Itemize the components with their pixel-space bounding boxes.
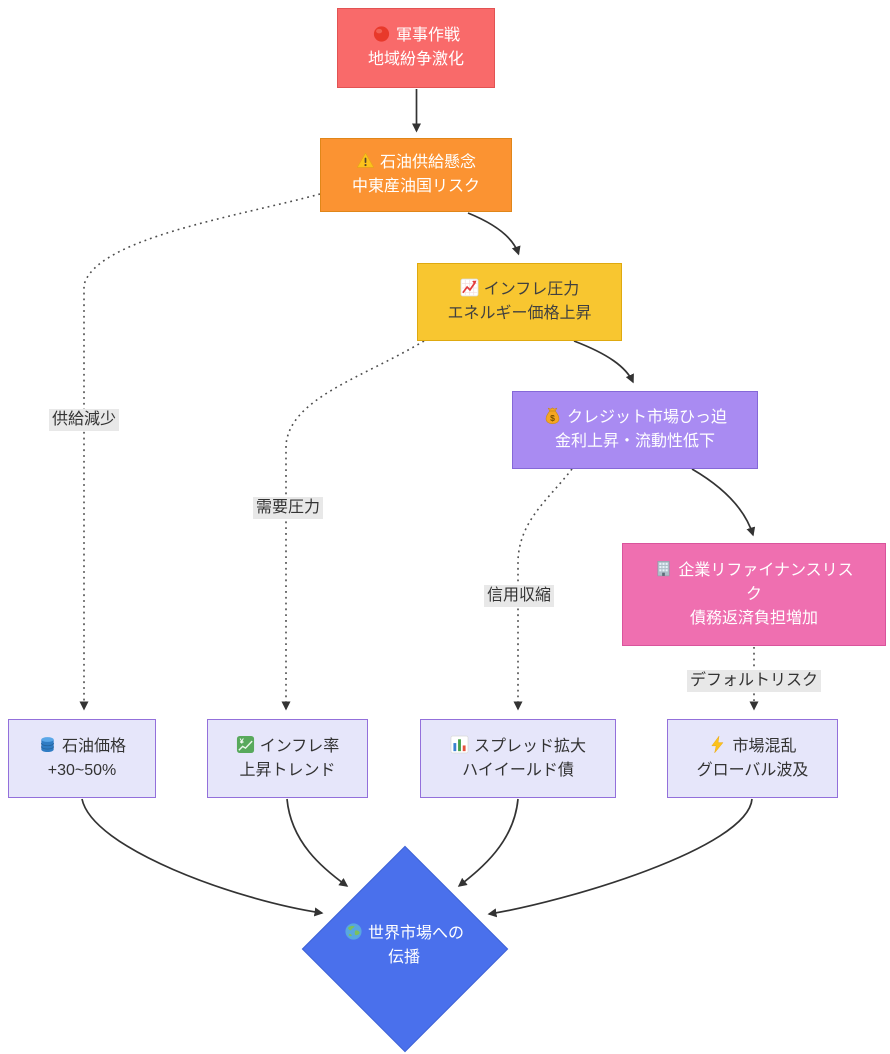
edge-inflation-rate-to-world: [286, 798, 349, 887]
edge-inflation-to-credit: [573, 340, 634, 384]
money-bag-icon: $: [543, 406, 562, 425]
node-military-title: 軍事作戦: [395, 27, 460, 44]
lightning-icon: [708, 735, 727, 754]
edge-credit-to-spread-dotted: [513, 468, 573, 711]
node-world-market-title: 世界市場への: [367, 925, 464, 942]
svg-text:$: $: [550, 413, 555, 423]
node-inflation-subtitle: エネルギー価格上昇: [447, 305, 592, 322]
edge-credit-to-refinance: [691, 468, 756, 537]
node-oil-supply-subtitle: 中東産油国リスク: [351, 178, 480, 195]
node-world-market-subtitle: 伝播: [387, 949, 420, 966]
node-oil-supply-title: 石油供給懸念: [379, 154, 476, 171]
node-refinance-subtitle: 債務返済負担増加: [689, 609, 818, 627]
edge-label-credit-contraction: 信用収縮: [483, 585, 555, 607]
edge-oil-supply-to-oil-price-dotted: [79, 193, 321, 711]
node-military-subtitle: 地域紛争激化: [367, 51, 464, 68]
oil-drum-icon: [38, 735, 57, 754]
chart-yen-icon: ¥: [236, 735, 255, 754]
node-oil-supply-concern: 石油供給懸念 中東産油国リスク: [320, 138, 512, 212]
node-oil-price-title: 石油価格: [61, 737, 126, 755]
edge-turmoil-to-world: [487, 798, 753, 918]
node-spread-widening: スプレッド拡大 ハイイールド債: [420, 719, 616, 798]
node-refinance-title: 企業リファイナンスリスク: [678, 561, 854, 603]
chart-increasing-icon: [460, 278, 479, 297]
node-turmoil-subtitle: グローバル波及: [696, 761, 809, 779]
svg-text:¥: ¥: [239, 736, 244, 745]
edge-label-default-risk: デフォルトリスク: [686, 670, 822, 692]
globe-icon: [344, 922, 363, 941]
warning-icon: [356, 151, 375, 170]
edge-label-demand-pressure: 需要圧力: [252, 497, 324, 519]
node-oil-price-value: +30~50%: [47, 761, 117, 779]
node-oil-price: 石油価格 +30~50%: [8, 719, 156, 798]
node-market-turmoil: 市場混乱 グローバル波及: [667, 719, 838, 798]
node-inflation-rate-subtitle: 上昇トレンド: [239, 761, 336, 779]
node-spread-title: スプレッド拡大: [473, 737, 586, 755]
node-corporate-refinance-risk: 企業リファイナンスリスク 債務返済負担増加: [622, 543, 886, 646]
red-circle-icon: [372, 24, 391, 43]
node-spread-subtitle: ハイイールド債: [462, 761, 574, 779]
edge-spread-to-world: [457, 798, 519, 887]
node-military-operation: 軍事作戦 地域紛争激化: [337, 8, 495, 88]
edge-label-supply-decrease: 供給減少: [48, 409, 120, 431]
node-inflation-title: インフレ圧力: [483, 281, 580, 298]
office-building-icon: [654, 559, 673, 578]
bar-chart-icon: [450, 735, 469, 754]
node-inflation-rate: ¥ インフレ率 上昇トレンド: [207, 719, 368, 798]
node-turmoil-title: 市場混乱: [732, 737, 797, 755]
node-inflation-rate-title: インフレ率: [259, 737, 340, 755]
edge-inflation-to-inflation-rate-dotted: [281, 340, 425, 711]
node-inflation-pressure: インフレ圧力 エネルギー価格上昇: [417, 263, 622, 341]
node-credit-market-tightening: $ クレジット市場ひっ迫 金利上昇・流動性低下: [512, 391, 758, 469]
node-world-market: 世界市場への 伝播: [314, 922, 494, 970]
node-credit-subtitle: 金利上昇・流動性低下: [554, 433, 715, 450]
edge-oil-price-to-world: [81, 798, 324, 917]
edge-oil-supply-to-inflation: [467, 212, 521, 256]
node-credit-title: クレジット市場ひっ迫: [566, 409, 727, 426]
